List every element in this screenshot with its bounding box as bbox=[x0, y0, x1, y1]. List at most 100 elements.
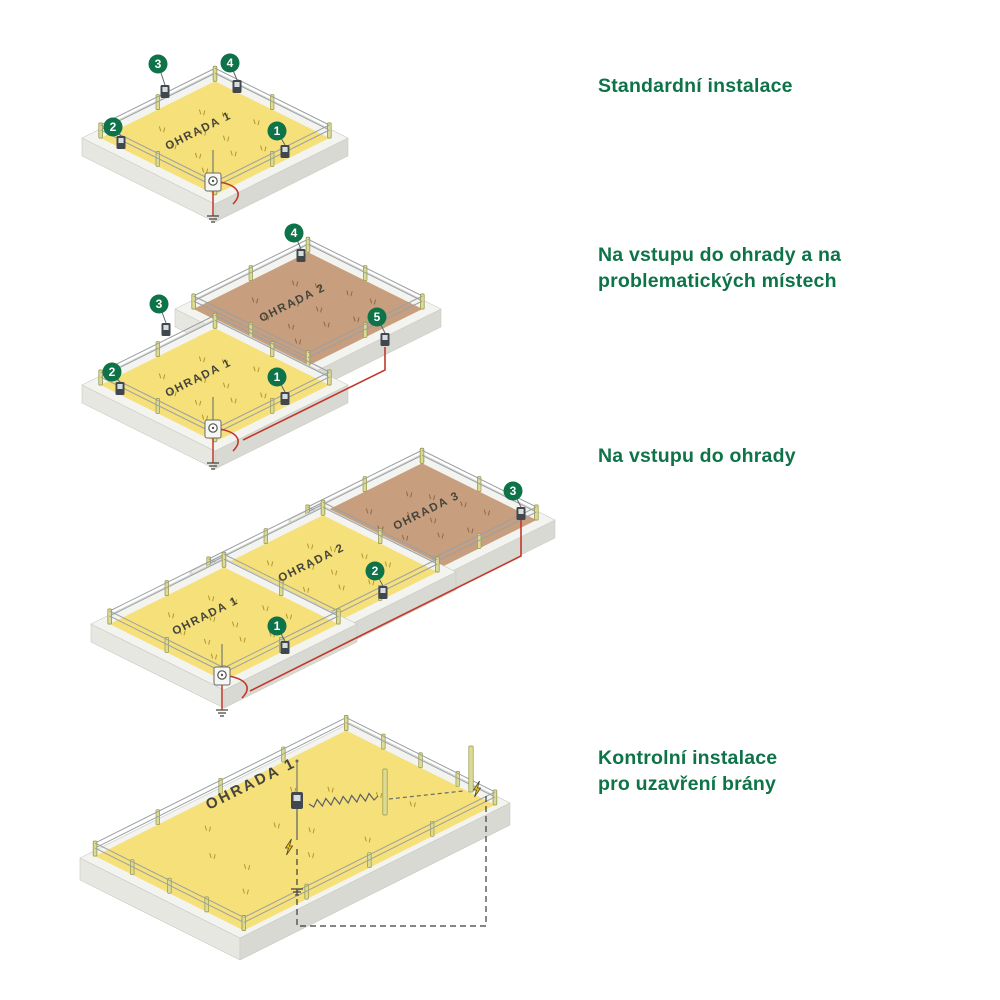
fence-wire bbox=[307, 449, 423, 508]
grass-tuft bbox=[209, 615, 216, 622]
connection-wire-red bbox=[242, 347, 386, 441]
fence-wire bbox=[94, 847, 245, 923]
fence-wire bbox=[94, 717, 347, 844]
energizer-dial-dot bbox=[211, 426, 215, 430]
caption-control-installation-gate: Kontrolní instalace pro uzavření brány bbox=[598, 745, 978, 797]
step-badge-number: 3 bbox=[510, 484, 517, 498]
caption-entrance-of-paddock: Na vstupu do ohrady bbox=[598, 443, 978, 469]
fence-wire bbox=[322, 501, 438, 560]
grass-tuft bbox=[365, 508, 373, 515]
fence-wire bbox=[214, 124, 330, 183]
grass-tuft bbox=[323, 321, 330, 328]
fence-wire bbox=[307, 300, 423, 359]
grass-tuft bbox=[179, 629, 186, 636]
energizer-dial-dot bbox=[211, 179, 215, 183]
gate-lead-wire bbox=[388, 790, 464, 800]
fence-wire bbox=[109, 553, 225, 612]
fence-post bbox=[241, 915, 247, 931]
fence-wire bbox=[100, 67, 216, 126]
caption-entrance-and-problem-spots: Na vstupu do ohrady a na problematických… bbox=[598, 242, 978, 294]
grass-tuft bbox=[292, 280, 299, 287]
grass-tuft bbox=[230, 150, 237, 157]
step-badge bbox=[149, 294, 169, 314]
caption-line: Na vstupu do ohrady bbox=[598, 445, 796, 467]
grass-tuft bbox=[407, 511, 414, 518]
step-badge-number: 4 bbox=[227, 56, 234, 70]
device-display bbox=[117, 384, 123, 389]
grass-tuft bbox=[199, 109, 206, 116]
grass-tuft bbox=[200, 129, 207, 136]
grass-tuft bbox=[430, 517, 437, 524]
grass-tuft bbox=[170, 390, 177, 397]
gate-post bbox=[468, 745, 474, 793]
grass-tuft bbox=[307, 852, 315, 859]
step-badge bbox=[267, 616, 287, 636]
connection-wire-red bbox=[249, 520, 522, 692]
grass-tuft bbox=[406, 491, 413, 498]
fence-wire bbox=[193, 238, 309, 297]
grass-tuft bbox=[308, 563, 315, 570]
step-badge-number: 1 bbox=[274, 619, 281, 633]
device-display bbox=[380, 588, 386, 593]
device-display bbox=[518, 509, 524, 514]
grass-tuft bbox=[266, 560, 274, 567]
fence-wire bbox=[208, 501, 324, 560]
fence-wire bbox=[214, 376, 330, 435]
fence-wire bbox=[109, 615, 225, 674]
fence-wire bbox=[243, 791, 496, 918]
fence-wire bbox=[243, 796, 496, 923]
grass-tuft bbox=[262, 605, 269, 612]
fence-wire bbox=[109, 558, 225, 617]
fence-wire bbox=[214, 319, 330, 378]
device-display bbox=[118, 138, 124, 143]
paddock-field bbox=[95, 730, 495, 931]
fence-wire bbox=[214, 129, 330, 188]
grass-tuft bbox=[232, 621, 239, 628]
grass-tuft bbox=[428, 494, 436, 501]
device-display bbox=[234, 82, 240, 87]
grass-tuft bbox=[251, 297, 259, 304]
grass-tuft bbox=[201, 167, 209, 174]
grass-tuft bbox=[409, 801, 416, 808]
grass-tuft bbox=[221, 112, 229, 119]
grass-tuft bbox=[223, 382, 230, 389]
fence-wire bbox=[307, 238, 423, 297]
lightning-bolt-icon bbox=[472, 780, 482, 798]
fence-wire bbox=[223, 553, 339, 612]
fence-wire bbox=[193, 295, 309, 354]
grass-tuft bbox=[294, 338, 302, 345]
grass-tuft bbox=[483, 509, 490, 516]
grass-tuft bbox=[369, 298, 376, 305]
grass-tuft bbox=[460, 501, 467, 508]
device-display bbox=[298, 251, 304, 256]
step-badge bbox=[365, 561, 385, 581]
grass-tuft bbox=[308, 827, 315, 834]
fence-wire bbox=[322, 506, 438, 565]
fence-wire bbox=[109, 610, 225, 669]
fence-wire bbox=[100, 314, 216, 373]
grass-tuft bbox=[353, 316, 360, 323]
grass-tuft bbox=[437, 532, 444, 539]
step-badge bbox=[102, 362, 122, 382]
step-badge-number: 3 bbox=[156, 297, 163, 311]
step-badge bbox=[267, 367, 287, 387]
fence-wire bbox=[193, 300, 309, 359]
device-display bbox=[282, 147, 288, 152]
step-badge bbox=[284, 223, 304, 243]
step-badge-number: 2 bbox=[109, 365, 116, 379]
fence-lead-wire bbox=[228, 675, 248, 699]
grass-tuft bbox=[361, 553, 368, 560]
fence-wire bbox=[223, 558, 339, 617]
caption-standard-installation: Standardní instalace bbox=[598, 73, 978, 99]
grass-tuft bbox=[242, 888, 249, 895]
grass-tuft bbox=[230, 598, 238, 605]
grass-tuft bbox=[287, 323, 295, 330]
buried-cable-dashed bbox=[296, 796, 487, 927]
grass-tuft bbox=[331, 569, 338, 576]
step-badge bbox=[503, 481, 523, 501]
grass-tuft bbox=[273, 822, 280, 829]
fence-lead-wire bbox=[219, 428, 239, 452]
